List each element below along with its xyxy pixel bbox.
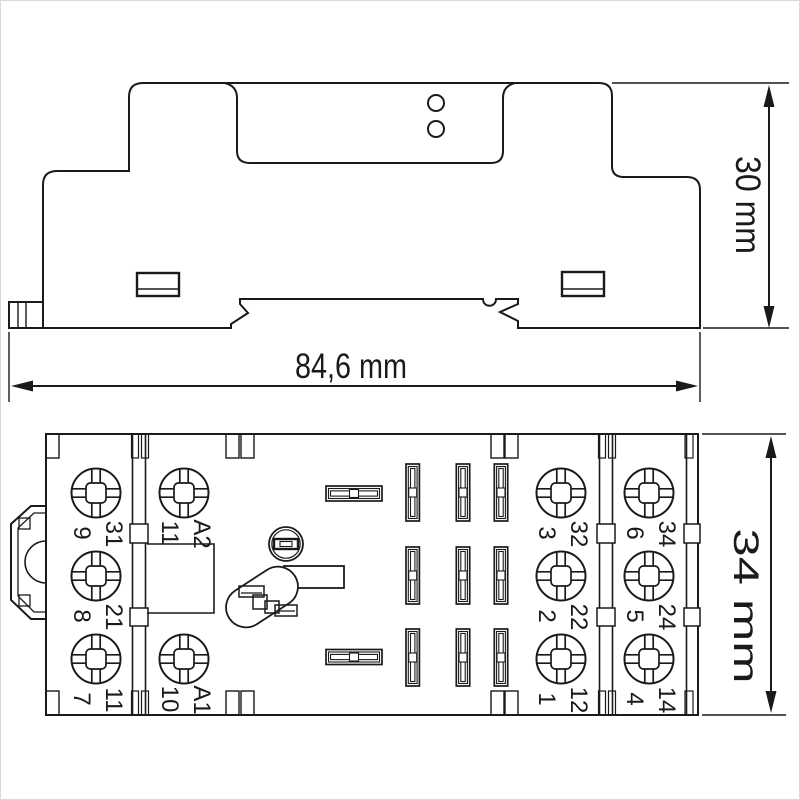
side-height-dimension-label: 30 mm — [728, 156, 767, 254]
edge-tab — [45, 690, 60, 716]
coil-pin-slot — [325, 648, 383, 666]
screw-terminal-11 — [70, 633, 122, 685]
terminal-number-label: 8 — [68, 609, 95, 622]
release-lever — [225, 565, 299, 629]
edge-tab — [45, 433, 60, 459]
marking-hole-upper — [427, 94, 445, 112]
terminal-number-label: 6 — [621, 526, 648, 539]
marking-hole-lower — [427, 120, 445, 138]
socket-body-outline — [45, 433, 699, 716]
divider-strip-edge — [683, 433, 701, 716]
arrowhead-down — [765, 691, 777, 713]
relay-pin-slot — [405, 628, 421, 687]
relay-pin-slot — [455, 546, 471, 605]
divider-strip-right — [596, 433, 617, 716]
terminal-contact-label: 32 — [565, 521, 592, 548]
latch-window-right — [560, 270, 606, 298]
arrowhead-left — [11, 380, 33, 392]
relay-pin-slot — [405, 546, 421, 605]
screw-terminal-31 — [70, 467, 122, 519]
terminal-number-label: 9 — [68, 526, 95, 539]
terminal-number-label: 3 — [533, 526, 560, 539]
inner-contour — [147, 543, 215, 614]
screw-terminal-24 — [623, 550, 675, 602]
din-rail-tab — [8, 301, 43, 329]
terminal-contact-label: 21 — [100, 604, 127, 631]
screw-terminal-12 — [535, 633, 587, 685]
terminal-contact-label: 24 — [653, 604, 680, 631]
arrowhead-up — [765, 436, 777, 458]
screw-terminal-A2 — [158, 467, 210, 519]
terminal-contact-label: 31 — [100, 521, 127, 548]
terminal-contact-label: 12 — [565, 687, 592, 714]
width-dimension: 84,6 mm — [8, 332, 701, 402]
terminal-number-label: 1 — [533, 692, 560, 705]
terminal-number-label: 7 — [68, 692, 95, 705]
terminal-number-label: 4 — [621, 692, 648, 705]
terminal-contact-label: A2 — [188, 519, 215, 548]
edge-tabs — [225, 433, 519, 716]
terminal-contact-label: 22 — [565, 604, 592, 631]
terminal-contact-label: A1 — [188, 685, 215, 714]
release-lever-contacts — [238, 585, 298, 617]
width-dimension-label: 84,6 mm — [295, 347, 407, 386]
screw-terminal-22 — [535, 550, 587, 602]
socket-top-view: 9 31 11 A2 8 21 7 11 10 A1 3 32 2 22 1 1… — [10, 433, 701, 716]
test-point — [268, 526, 304, 562]
terminal-contact-label: 34 — [653, 521, 680, 548]
screw-terminal-14 — [623, 633, 675, 685]
din-clip — [10, 505, 47, 620]
side-view — [8, 82, 701, 329]
latch-window-left — [135, 271, 181, 298]
screw-terminal-34 — [623, 467, 675, 519]
side-height-dimension: 30 mm — [612, 82, 789, 329]
terminal-number-label: 2 — [533, 609, 560, 622]
relay-pin-slot — [493, 628, 509, 687]
arrowhead-right — [676, 380, 698, 392]
side-outline — [42, 82, 701, 329]
relay-clip-pocket — [224, 82, 516, 164]
arrowhead-down — [763, 306, 775, 328]
relay-pin-slot — [405, 463, 421, 522]
arrowhead-up — [763, 85, 775, 107]
relay-pin-slot — [493, 463, 509, 522]
terminal-number-label: 10 — [156, 686, 183, 713]
coil-pin-slot — [325, 485, 383, 502]
terminal-number-label: 5 — [621, 609, 648, 622]
terminal-labels: 9 31 11 A2 8 21 7 11 10 A1 3 32 2 22 1 1… — [68, 519, 680, 714]
terminal-contact-label: 11 — [100, 688, 127, 713]
terminal-contact-label: 14 — [653, 687, 680, 714]
relay-pin-slot — [455, 463, 471, 522]
socket-height-dimension-label: 34 mm — [726, 529, 765, 684]
divider-strip-left — [129, 433, 150, 716]
socket-height-dimension: 34 mm — [702, 433, 786, 716]
screw-terminal-32 — [535, 467, 587, 519]
terminal-number-label: 11 — [156, 521, 183, 546]
relay-pin-slot — [455, 628, 471, 687]
relay-pin-slot — [493, 546, 509, 605]
screw-terminal-21 — [70, 550, 122, 602]
screw-terminal-A1 — [158, 633, 210, 685]
